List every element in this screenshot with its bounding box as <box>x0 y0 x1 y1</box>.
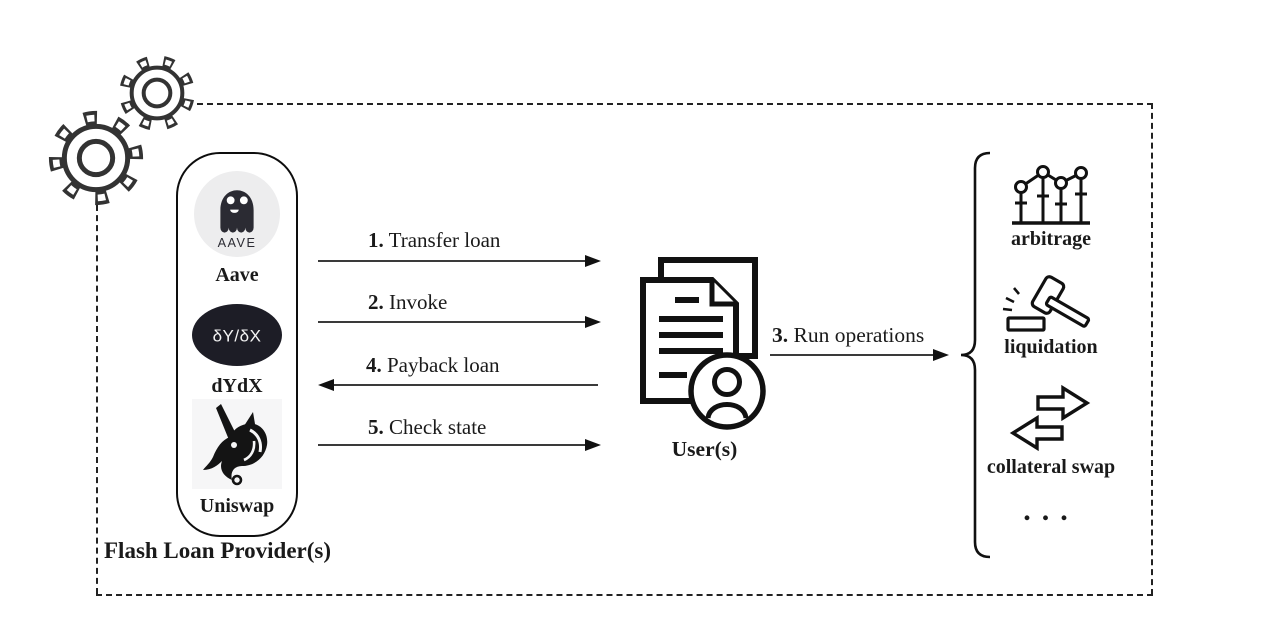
flow-arrow-run-operations <box>770 354 934 356</box>
svg-text:AAVE: AAVE <box>218 236 257 250</box>
curly-brace <box>960 151 991 559</box>
dydx-icon: δY/δX <box>192 304 282 366</box>
uniswap-tile <box>192 399 282 489</box>
flow-arrow-check-state <box>318 444 586 446</box>
ellipsis: ... <box>1023 494 1079 527</box>
flow-arrow-invoke <box>318 321 586 323</box>
arrowhead-right-icon <box>933 349 949 361</box>
provider-label-dydx: dYdX <box>211 375 263 397</box>
user-documents-icon <box>640 257 766 430</box>
svg-text:δY/δX: δY/δX <box>213 327 262 346</box>
arrowhead-left-icon <box>318 379 334 391</box>
flash-loan-providers-caption: Flash Loan Provider(s) <box>104 538 332 563</box>
provider-label-aave: Aave <box>215 264 259 286</box>
flow-label-transfer-loan: 1. Transfer loan <box>368 228 501 252</box>
flow-label-check-state: 5. Check state <box>368 415 487 439</box>
frame-border-right <box>1151 103 1153 595</box>
flow-label-invoke: 2. Invoke <box>368 290 448 314</box>
uniswap-unicorn-icon <box>203 404 268 486</box>
gear-icon <box>48 110 144 206</box>
provider-label-uniswap: Uniswap <box>199 495 275 517</box>
flow-arrow-transfer-loan <box>318 260 586 262</box>
arrowhead-right-icon <box>585 316 601 328</box>
arrowhead-right-icon <box>585 255 601 267</box>
flash-loan-providers-box: AAVE Aave δY/δX dYdX Uniswap <box>176 152 298 537</box>
flow-arrow-payback-loan <box>332 384 598 386</box>
operation-label-arbitrage: arbitrage <box>1011 228 1091 250</box>
arrowhead-right-icon <box>585 439 601 451</box>
flow-label-payback-loan: 4. Payback loan <box>366 353 500 377</box>
operation-label-collateral-swap: collateral swap <box>986 456 1116 478</box>
gear-icon <box>119 55 195 131</box>
frame-border-top <box>197 103 1153 105</box>
user-label: User(s) <box>671 437 738 461</box>
gavel-icon <box>1002 275 1091 332</box>
swap-arrows-icon <box>1009 384 1091 452</box>
chart-markers-icon <box>1012 165 1090 225</box>
frame-border-left <box>96 205 98 594</box>
flow-label-run-operations: 3. Run operations <box>772 323 925 347</box>
frame-border-bottom <box>96 594 1153 596</box>
aave-ghost-icon: AAVE <box>194 171 280 257</box>
operation-label-liquidation: liquidation <box>1004 336 1098 358</box>
